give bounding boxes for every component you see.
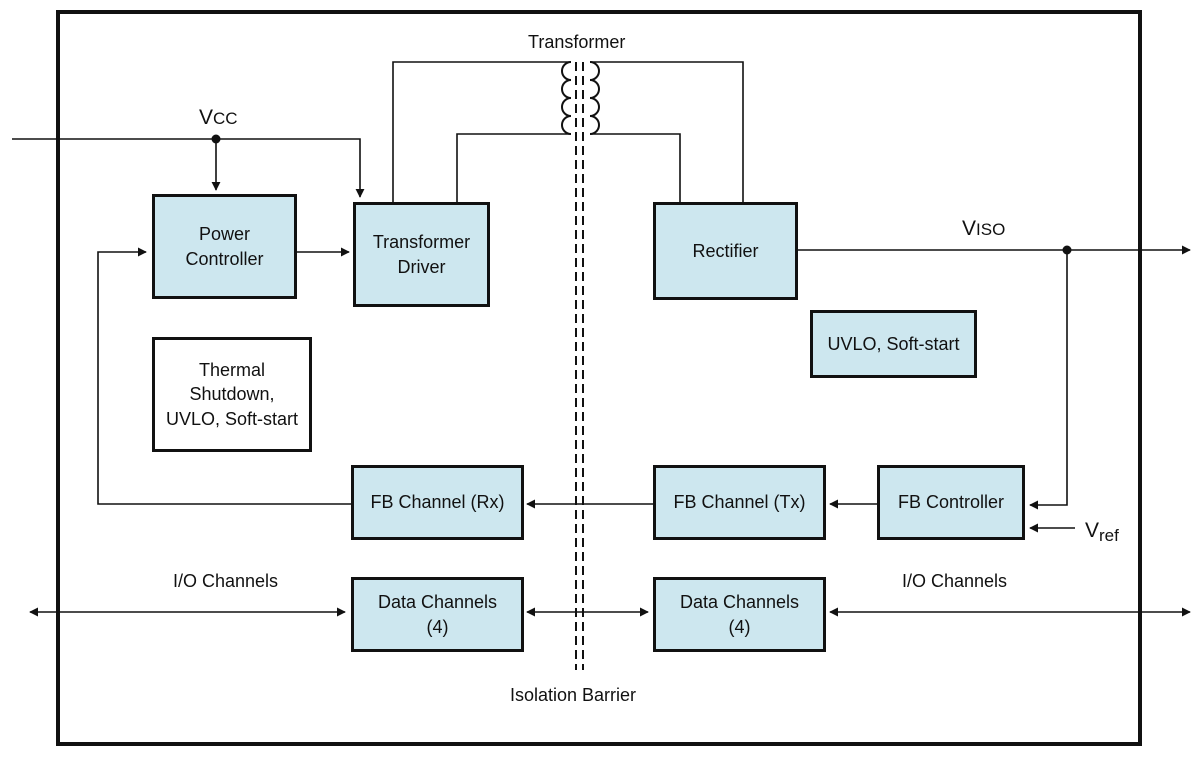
primary-wire-bottom <box>456 133 571 202</box>
vcc-line <box>12 138 365 198</box>
io-channels-right-label: I/O Channels <box>902 571 1008 591</box>
viso-main-text: V <box>962 217 977 240</box>
vcc-label: VCC <box>199 107 238 128</box>
vref-sub-text: ref <box>1099 526 1119 545</box>
transformer-primary-coil <box>561 61 572 135</box>
vcc-sub-text: CC <box>213 109 238 128</box>
isolation-barrier-lines <box>575 62 584 670</box>
data-channels-right-block: Data Channels (4) <box>653 577 826 652</box>
device-frame <box>56 10 1142 746</box>
fb-channel-tx-block: FB Channel (Tx) <box>653 465 826 540</box>
fb-channel-rx-block: FB Channel (Rx) <box>351 465 524 540</box>
transformer-driver-block: Transformer Driver <box>353 202 490 307</box>
fb-controller-block: FB Controller <box>877 465 1025 540</box>
vcc-main-text: V <box>199 106 214 129</box>
viso-label: VISO <box>962 218 1005 239</box>
viso-junction-dot <box>1062 245 1072 255</box>
data-channels-left-block: Data Channels (4) <box>351 577 524 652</box>
viso-sub-text: ISO <box>976 220 1006 239</box>
transformer-label: Transformer <box>528 32 626 52</box>
vref-main-text: V <box>1085 519 1100 542</box>
viso-feedback <box>1029 250 1068 510</box>
transformer-secondary-coil <box>589 61 600 135</box>
secondary-wire-top <box>590 61 744 202</box>
uvlo-softstart-block: UVLO, Soft-start <box>810 310 977 378</box>
primary-wire-top <box>392 61 571 202</box>
vcc-junction-dot <box>211 134 221 144</box>
fbrx-to-pc <box>97 247 351 505</box>
rectifier-block: Rectifier <box>653 202 798 300</box>
thermal-shutdown-block: Thermal Shutdown, UVLO, Soft-start <box>152 337 312 452</box>
io-channels-left-label: I/O Channels <box>173 571 279 591</box>
power-controller-block: Power Controller <box>152 194 297 299</box>
secondary-wire-bottom <box>590 133 681 202</box>
vref-label: Vref <box>1085 520 1119 544</box>
isolation-barrier-label: Isolation Barrier <box>510 685 637 705</box>
